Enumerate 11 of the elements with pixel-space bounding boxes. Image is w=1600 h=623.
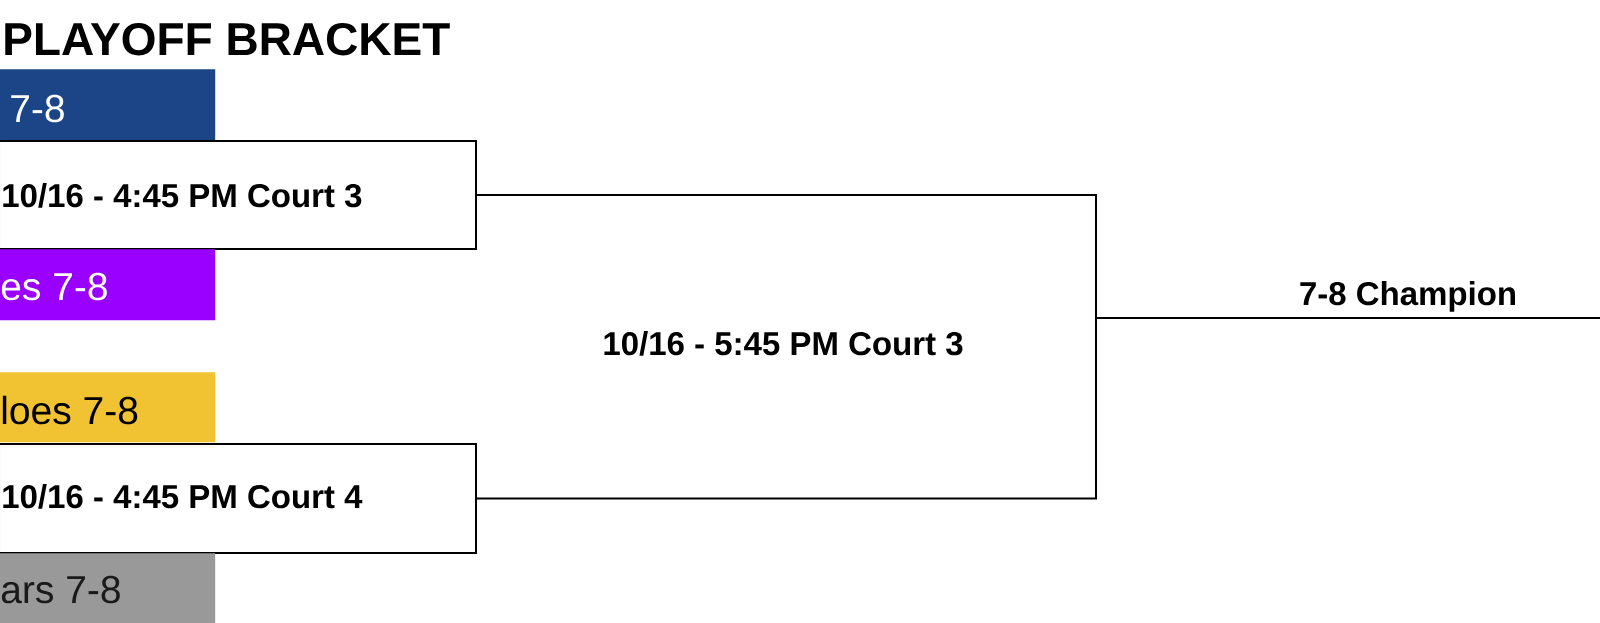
champion-label: 7-8 Champion — [1300, 281, 1515, 312]
match-label: 10/16 - 5:45 PM Court 3 — [604, 331, 963, 356]
game-box: 10/16 - 4:45 PM Court 3 — [0, 140, 477, 250]
bracket-line — [476, 194, 1097, 319]
game-box: 10/16 - 4:45 PM Court 4 — [0, 443, 477, 554]
bracket-line — [476, 317, 1097, 500]
team-box: ars 7-8 — [0, 553, 216, 623]
title: PLAYOFF BRACKET — [5, 22, 450, 56]
team-box: loes 7-8 — [0, 372, 216, 443]
team-box: es 7-8 — [0, 249, 216, 321]
team-box: 7-8 — [0, 69, 216, 141]
